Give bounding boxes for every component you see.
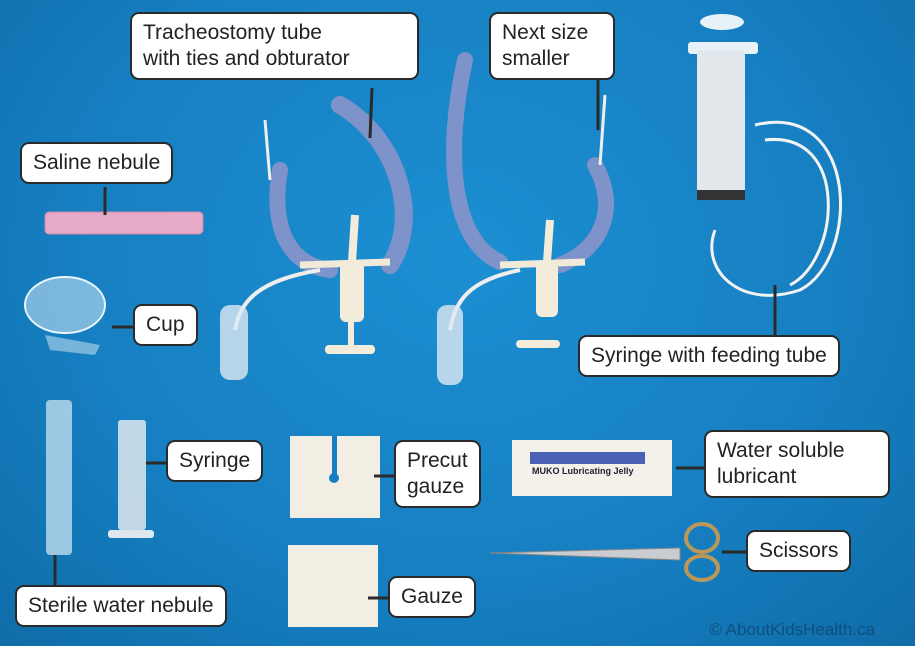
sterile-water-nebule — [46, 400, 72, 555]
saline-nebule — [44, 211, 204, 235]
callout-tracheostomy-tube: Tracheostomy tube with ties and obturato… — [130, 12, 419, 80]
callout-saline-nebule: Saline nebule — [20, 142, 174, 184]
label-line: Water soluble — [717, 439, 845, 462]
callout-syringe: Syringe — [166, 440, 264, 482]
copyright-watermark: © AboutKidsHealth.ca — [709, 620, 875, 639]
callout-scissors: Scissors — [746, 530, 852, 572]
callout-lubricant: Water soluble lubricant — [704, 430, 890, 498]
callout-gauze: Gauze — [388, 576, 476, 618]
callout-pointers — [53, 76, 777, 600]
callout-sterile-water-nebule: Sterile water nebule — [15, 585, 227, 627]
label-line: gauze — [407, 475, 465, 498]
syringe-with-feeding-tube — [688, 14, 843, 297]
label-line: lubricant — [717, 465, 797, 488]
label-line: with ties and obturator — [143, 47, 350, 70]
callout-precut-gauze: Precut gauze — [394, 440, 481, 508]
gauze — [288, 545, 378, 627]
callout-next-size-smaller: Next size smaller — [489, 12, 615, 80]
tracheostomy-tube — [220, 96, 413, 380]
callout-cup: Cup — [133, 304, 198, 346]
precut-gauze — [290, 436, 380, 518]
label-line: Precut — [407, 449, 468, 472]
scissors — [489, 522, 720, 582]
label-line: smaller — [502, 47, 570, 70]
label-line: Tracheostomy tube — [143, 21, 322, 44]
packet-text: MUKO Lubricating Jelly — [532, 466, 634, 476]
small-syringe — [108, 420, 154, 538]
tracheostomy-tube-smaller — [437, 52, 614, 385]
label-line: Next size — [502, 21, 589, 44]
callout-syringe-feeding-tube: Syringe with feeding tube — [578, 335, 840, 377]
cup — [24, 276, 106, 355]
lubricant-packet: MUKO Lubricating Jelly — [512, 440, 672, 496]
